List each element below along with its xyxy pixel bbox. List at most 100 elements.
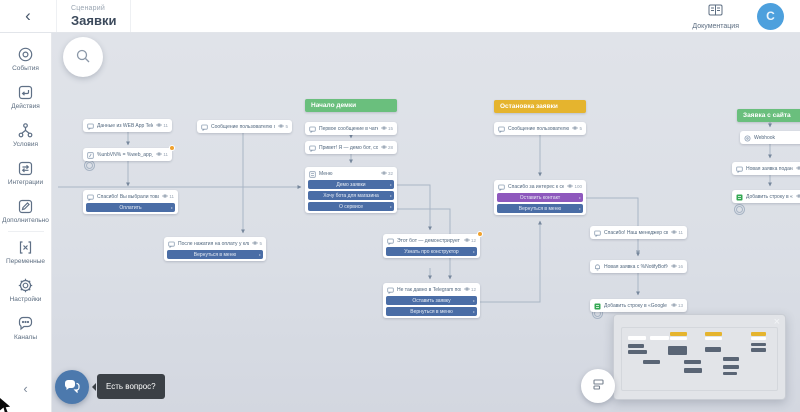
sidebar-item-conditions[interactable]: Условия bbox=[0, 116, 51, 154]
minimap-close-icon[interactable]: × bbox=[773, 316, 780, 328]
top-bar: ‹ Сценарий Заявки Документация С bbox=[0, 0, 800, 33]
node-button[interactable]: Хочу бота для магазина bbox=[308, 191, 394, 200]
group-header-g2[interactable]: Остановка заявки bbox=[494, 100, 586, 113]
flow-node-n8[interactable]: После нажатия на оплату у клиента откры…… bbox=[164, 237, 266, 261]
scenario-title-block: Сценарий Заявки bbox=[56, 0, 132, 32]
node-button[interactable]: Демо заявки bbox=[308, 180, 394, 189]
views-icon bbox=[671, 303, 677, 308]
node-title: Спасибо за интерес к сервису! Нажмите кн… bbox=[508, 183, 565, 190]
node-header: Спасибо за интерес к сервису! Нажмите кн… bbox=[494, 180, 586, 193]
flow-node-n18[interactable]: Добавить строку в «Google Sheets» под… 1… bbox=[732, 190, 800, 203]
sidebar-item-events[interactable]: События bbox=[0, 40, 51, 78]
node-button[interactable]: Вернуться в меню bbox=[497, 204, 583, 213]
node-button[interactable]: Оплатить bbox=[86, 203, 175, 212]
sidebar-item-integrations[interactable]: Интеграции bbox=[0, 154, 51, 192]
node-views-badge: 13 bbox=[671, 303, 683, 308]
minimap-panel[interactable]: × bbox=[613, 314, 786, 400]
minimap-node-bar bbox=[723, 365, 739, 369]
flow-node-n6[interactable]: Привет! Я — демо бот, созданный в констр… bbox=[305, 141, 397, 154]
views-icon bbox=[156, 152, 163, 157]
node-header: Новая заявка подана (форма Web-с… 16 bbox=[732, 162, 800, 175]
chat-node-icon bbox=[387, 232, 394, 250]
sheet-node-icon bbox=[594, 297, 601, 315]
actions-icon bbox=[17, 84, 34, 101]
node-title: Этот бот — демонстрирует новый сервис Т… bbox=[397, 237, 461, 244]
node-views-badge: 11 bbox=[162, 194, 174, 199]
node-button[interactable]: Узнать про конструктор bbox=[386, 247, 477, 256]
group-header-g1[interactable]: Начало демки bbox=[305, 99, 397, 112]
minimap-viewport bbox=[621, 327, 778, 391]
sidebar-item-additional[interactable]: Дополнительно bbox=[0, 192, 51, 230]
chat-node-icon bbox=[387, 281, 394, 299]
sidebar: События Действия Условия Интеграции Допо… bbox=[0, 33, 52, 412]
minimap-node-bar bbox=[705, 332, 722, 336]
grid-icon bbox=[592, 378, 605, 394]
node-title: Привет! Я — демо бот, созданный в констр… bbox=[319, 144, 378, 151]
mouse-cursor bbox=[0, 398, 11, 412]
add-step-handle[interactable] bbox=[734, 204, 745, 215]
minimap-node-bar bbox=[684, 368, 702, 373]
node-button[interactable]: О сервисе bbox=[308, 202, 394, 211]
minimap-node-bar bbox=[751, 337, 766, 340]
flow-node-n1[interactable]: Данные из WEB App Telegram 11 bbox=[83, 119, 172, 132]
node-title: Сообщение пользователю с Спис… bbox=[211, 123, 276, 130]
sidebar-item-variables[interactable]: Переменные bbox=[0, 233, 51, 271]
node-title: Первое сообщение в чате бота bbox=[319, 125, 378, 132]
flow-node-n11[interactable]: Сообщение пользователю с /stoped 5 bbox=[494, 122, 586, 135]
node-views-badge: 11 bbox=[671, 230, 683, 235]
views-icon bbox=[381, 126, 387, 131]
node-title: Добавить строку в «Google Sheets» мод… bbox=[604, 302, 668, 309]
node-button[interactable]: Вернуться в меню bbox=[386, 307, 477, 316]
sidebar-collapse-button[interactable]: ‹ bbox=[23, 381, 28, 396]
flow-node-n4[interactable]: Сообщение пользователю с Спис… 5 bbox=[197, 120, 292, 133]
group-header-g3[interactable]: Заявка с сайта bbox=[737, 109, 800, 122]
integrations-icon bbox=[17, 160, 34, 177]
node-header: После нажатия на оплату у клиента откры…… bbox=[164, 237, 266, 250]
node-button[interactable]: Вернуться в меню bbox=[167, 250, 263, 259]
node-title: Новая заявка с %NotifyBot%: %ФИО%, %ТЕЛ%… bbox=[604, 263, 668, 270]
minimap-node-bar bbox=[628, 350, 647, 354]
sidebar-item-label: События bbox=[12, 65, 39, 72]
flow-node-n14[interactable]: Новая заявка с %NotifyBot%: %ФИО%, %ТЕЛ%… bbox=[590, 260, 687, 273]
flow-node-n12[interactable]: Спасибо за интерес к сервису! Нажмите кн… bbox=[494, 180, 586, 215]
sidebar-item-channels[interactable]: Каналы bbox=[0, 309, 51, 347]
support-chat-button[interactable] bbox=[55, 370, 89, 404]
flow-node-n5[interactable]: Первое сообщение в чате бота 15 bbox=[305, 122, 397, 135]
minimap-toggle-button[interactable] bbox=[581, 369, 615, 403]
chat-bubbles-icon bbox=[64, 379, 81, 396]
flow-node-n10[interactable]: Не так давно в Telegram появились возмо…… bbox=[383, 283, 480, 318]
node-button[interactable]: Оставить контакт bbox=[497, 193, 583, 202]
conditions-icon bbox=[17, 122, 34, 139]
back-button[interactable]: ‹ bbox=[0, 0, 56, 32]
warning-icon bbox=[477, 231, 483, 237]
additional-icon bbox=[17, 198, 34, 215]
bell-node-icon bbox=[594, 258, 601, 276]
node-button[interactable]: Оставить заявку bbox=[386, 296, 477, 305]
documentation-button[interactable]: Документация bbox=[692, 0, 739, 32]
sidebar-item-settings[interactable]: Настройки bbox=[0, 271, 51, 309]
flow-node-n17[interactable]: Новая заявка подана (форма Web-с… 16 bbox=[732, 162, 800, 175]
minimap-node-bar bbox=[628, 344, 644, 348]
flow-node-n13[interactable]: Спасибо! Наш менеджер свяжется с тобой в… bbox=[590, 226, 687, 239]
channels-icon bbox=[17, 315, 34, 332]
chat-tooltip-text: Есть вопрос? bbox=[106, 382, 156, 391]
node-views-badge: 28 bbox=[381, 145, 393, 150]
minimap-node-bar bbox=[723, 372, 737, 375]
flow-node-n16[interactable]: Webhook bbox=[740, 131, 800, 144]
node-title: %unbVN% = %web_app_data%['product'][… bbox=[97, 151, 153, 158]
sidebar-divider bbox=[7, 231, 44, 232]
flow-node-n3[interactable]: Спасибо! Вы выбрали товары: %unbVN% в… 1… bbox=[83, 190, 178, 214]
flow-node-n15[interactable]: Добавить строку в «Google Sheets» мод… 1… bbox=[590, 299, 687, 312]
sidebar-item-label: Переменные bbox=[5, 258, 46, 265]
node-views-badge: 12 bbox=[464, 287, 476, 292]
node-views-badge: 32 bbox=[381, 171, 393, 176]
sidebar-item-actions[interactable]: Действия bbox=[0, 78, 51, 116]
search-button[interactable] bbox=[63, 37, 103, 77]
group-label: Заявка с сайта bbox=[743, 112, 791, 119]
group-label: Начало демки bbox=[311, 102, 357, 109]
flow-node-n2[interactable]: %unbVN% = %web_app_data%['product'][… 11 bbox=[83, 145, 175, 161]
flow-node-n9[interactable]: Этот бот — демонстрирует новый сервис Т…… bbox=[383, 231, 483, 258]
avatar[interactable]: С bbox=[757, 2, 784, 30]
